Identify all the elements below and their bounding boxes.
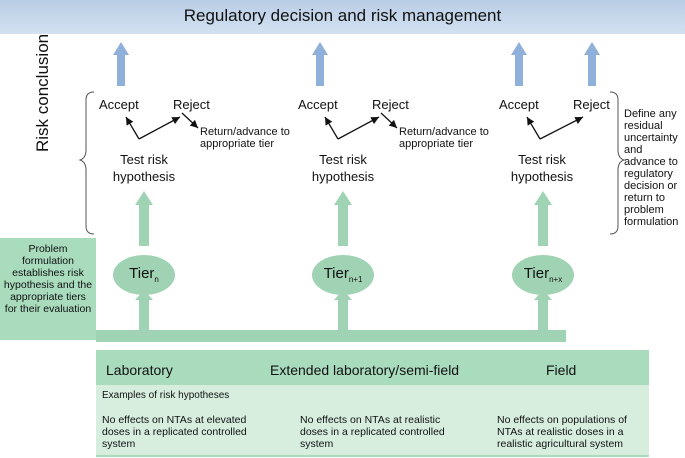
return-note-2: Return/advance to appropriate tier — [399, 126, 489, 150]
reject-label-1: Reject — [173, 97, 210, 112]
test-hypothesis-1: Test risk hypothesis — [112, 152, 176, 184]
accept-label-2: Accept — [298, 97, 338, 112]
right-brace — [609, 91, 626, 235]
example-2: No effects on NTAs at realistic doses in… — [300, 414, 445, 450]
banner-title: Regulatory decision and risk management — [183, 6, 502, 25]
blue-arrow-2 — [312, 42, 328, 86]
green-arrows — [96, 191, 566, 342]
tier-n: Tiern — [113, 255, 175, 295]
examples-panel — [96, 385, 649, 455]
tier-n1: Tiern+1 — [312, 255, 374, 295]
risk-conclusion-label: Risk conclusion — [33, 33, 52, 152]
right-note: Define any residual uncertainty and adva… — [624, 108, 679, 228]
reject-label-2: Reject — [372, 97, 409, 112]
tier-sub: n — [154, 275, 159, 284]
accept-label-3: Accept — [499, 97, 539, 112]
decision-banner: Regulatory decision and risk management — [0, 0, 685, 34]
blue-arrows — [113, 42, 600, 86]
return-note-1: Return/advance to appropriate tier — [200, 126, 290, 150]
example-3: No effects on populations of NTAs at rea… — [497, 414, 627, 450]
tier-sub: n+x — [549, 275, 563, 284]
example-1: No effects on NTAs at elevated doses in … — [102, 414, 247, 450]
examples-heading: Examples of risk hypotheses — [102, 390, 230, 401]
reject-label-3: Reject — [573, 97, 610, 112]
tier-label: Tier — [323, 265, 349, 282]
tier-sub: n+1 — [348, 275, 363, 284]
test-hypothesis-3: Test risk hypothesis — [510, 152, 574, 184]
decision-arrows — [125, 112, 584, 140]
level-field: Field — [546, 362, 577, 378]
problem-formulation-text: Problem formulation establishes risk hyp… — [3, 243, 93, 315]
level-extended: Extended laboratory/semi-field — [270, 362, 460, 378]
problem-formulation-box: Problem formulation establishes risk hyp… — [0, 238, 96, 340]
left-brace — [78, 91, 95, 235]
tier-nx: Tiern+x — [512, 255, 574, 295]
accept-label-1: Accept — [99, 97, 139, 112]
level-laboratory: Laboratory — [106, 362, 173, 378]
tier-label: Tier — [523, 265, 550, 282]
test-hypothesis-2: Test risk hypothesis — [311, 152, 375, 184]
blue-arrow-4 — [584, 42, 600, 86]
tier-label: Tier — [129, 265, 155, 282]
blue-arrow-1 — [113, 42, 129, 86]
blue-arrow-3 — [511, 42, 527, 86]
